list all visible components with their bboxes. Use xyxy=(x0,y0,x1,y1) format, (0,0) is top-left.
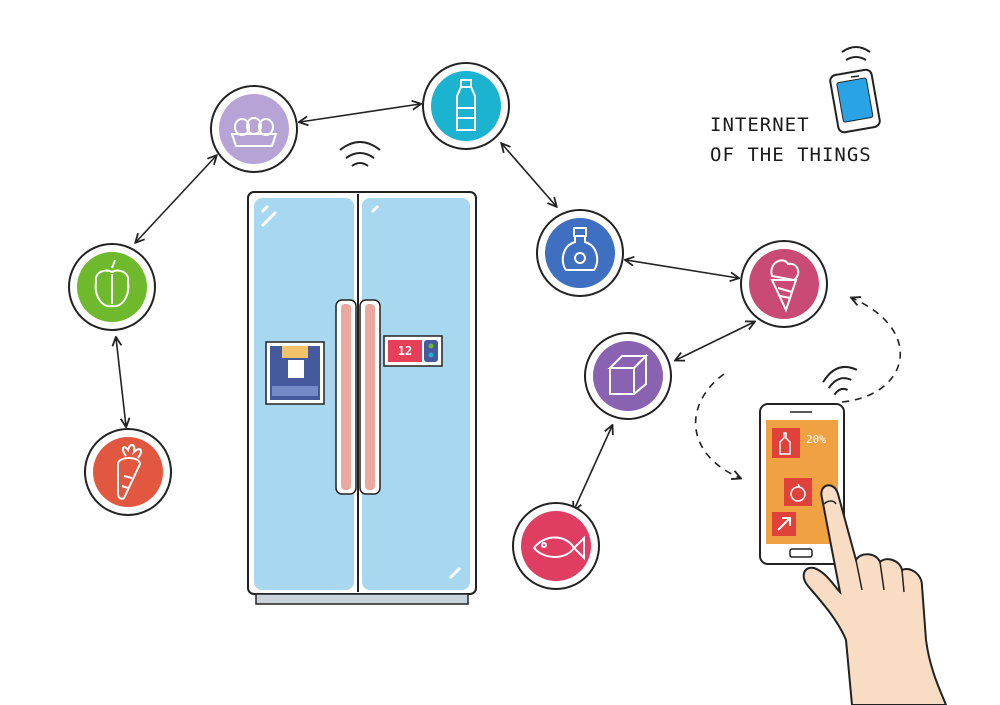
smart-fridge xyxy=(247,191,477,605)
phone-tile-apple xyxy=(784,478,812,506)
connection-arrows xyxy=(116,104,902,510)
phone-wifi-icon xyxy=(822,366,858,396)
hand-tapping-phone xyxy=(802,484,948,705)
node-bottle xyxy=(422,62,510,150)
arrow-milk-fish xyxy=(574,426,612,510)
node-ice-cream xyxy=(740,240,828,328)
headline-line-2: OF THE THINGS xyxy=(710,144,872,166)
arrow-pepper-carrot xyxy=(116,338,126,426)
node-egg xyxy=(210,85,298,173)
arrow-phone-to-icecream xyxy=(841,298,902,403)
flask-icon xyxy=(561,227,599,271)
fish-icon xyxy=(532,535,585,561)
egg-icon xyxy=(230,117,278,147)
arrow-icecream-milk xyxy=(676,322,754,360)
carrot-icon xyxy=(117,444,142,500)
fridge-wifi-icon xyxy=(339,141,381,167)
phone-discount-label: 20% xyxy=(806,433,826,446)
pepper-icon xyxy=(94,259,130,308)
node-pepper xyxy=(68,243,156,331)
node-carrot xyxy=(84,428,172,516)
bottle-icon xyxy=(456,79,476,131)
milk-carton-icon xyxy=(607,353,649,395)
arrow-milk-to-phone xyxy=(694,373,740,478)
arrow-flask-icecream xyxy=(626,260,738,278)
fridge-temperature-readout: 12 xyxy=(397,344,413,358)
ice-cream-icon xyxy=(770,259,800,313)
arrow-egg-bottle xyxy=(300,104,420,122)
arrow-egg-pepper xyxy=(136,156,216,242)
node-fish xyxy=(512,502,600,590)
headline-line-1: INTERNET xyxy=(710,114,810,136)
header-phone-icon xyxy=(829,46,881,134)
node-flask xyxy=(536,209,624,297)
arrow-bottle-flask xyxy=(502,144,556,206)
node-milk-carton xyxy=(584,332,672,420)
